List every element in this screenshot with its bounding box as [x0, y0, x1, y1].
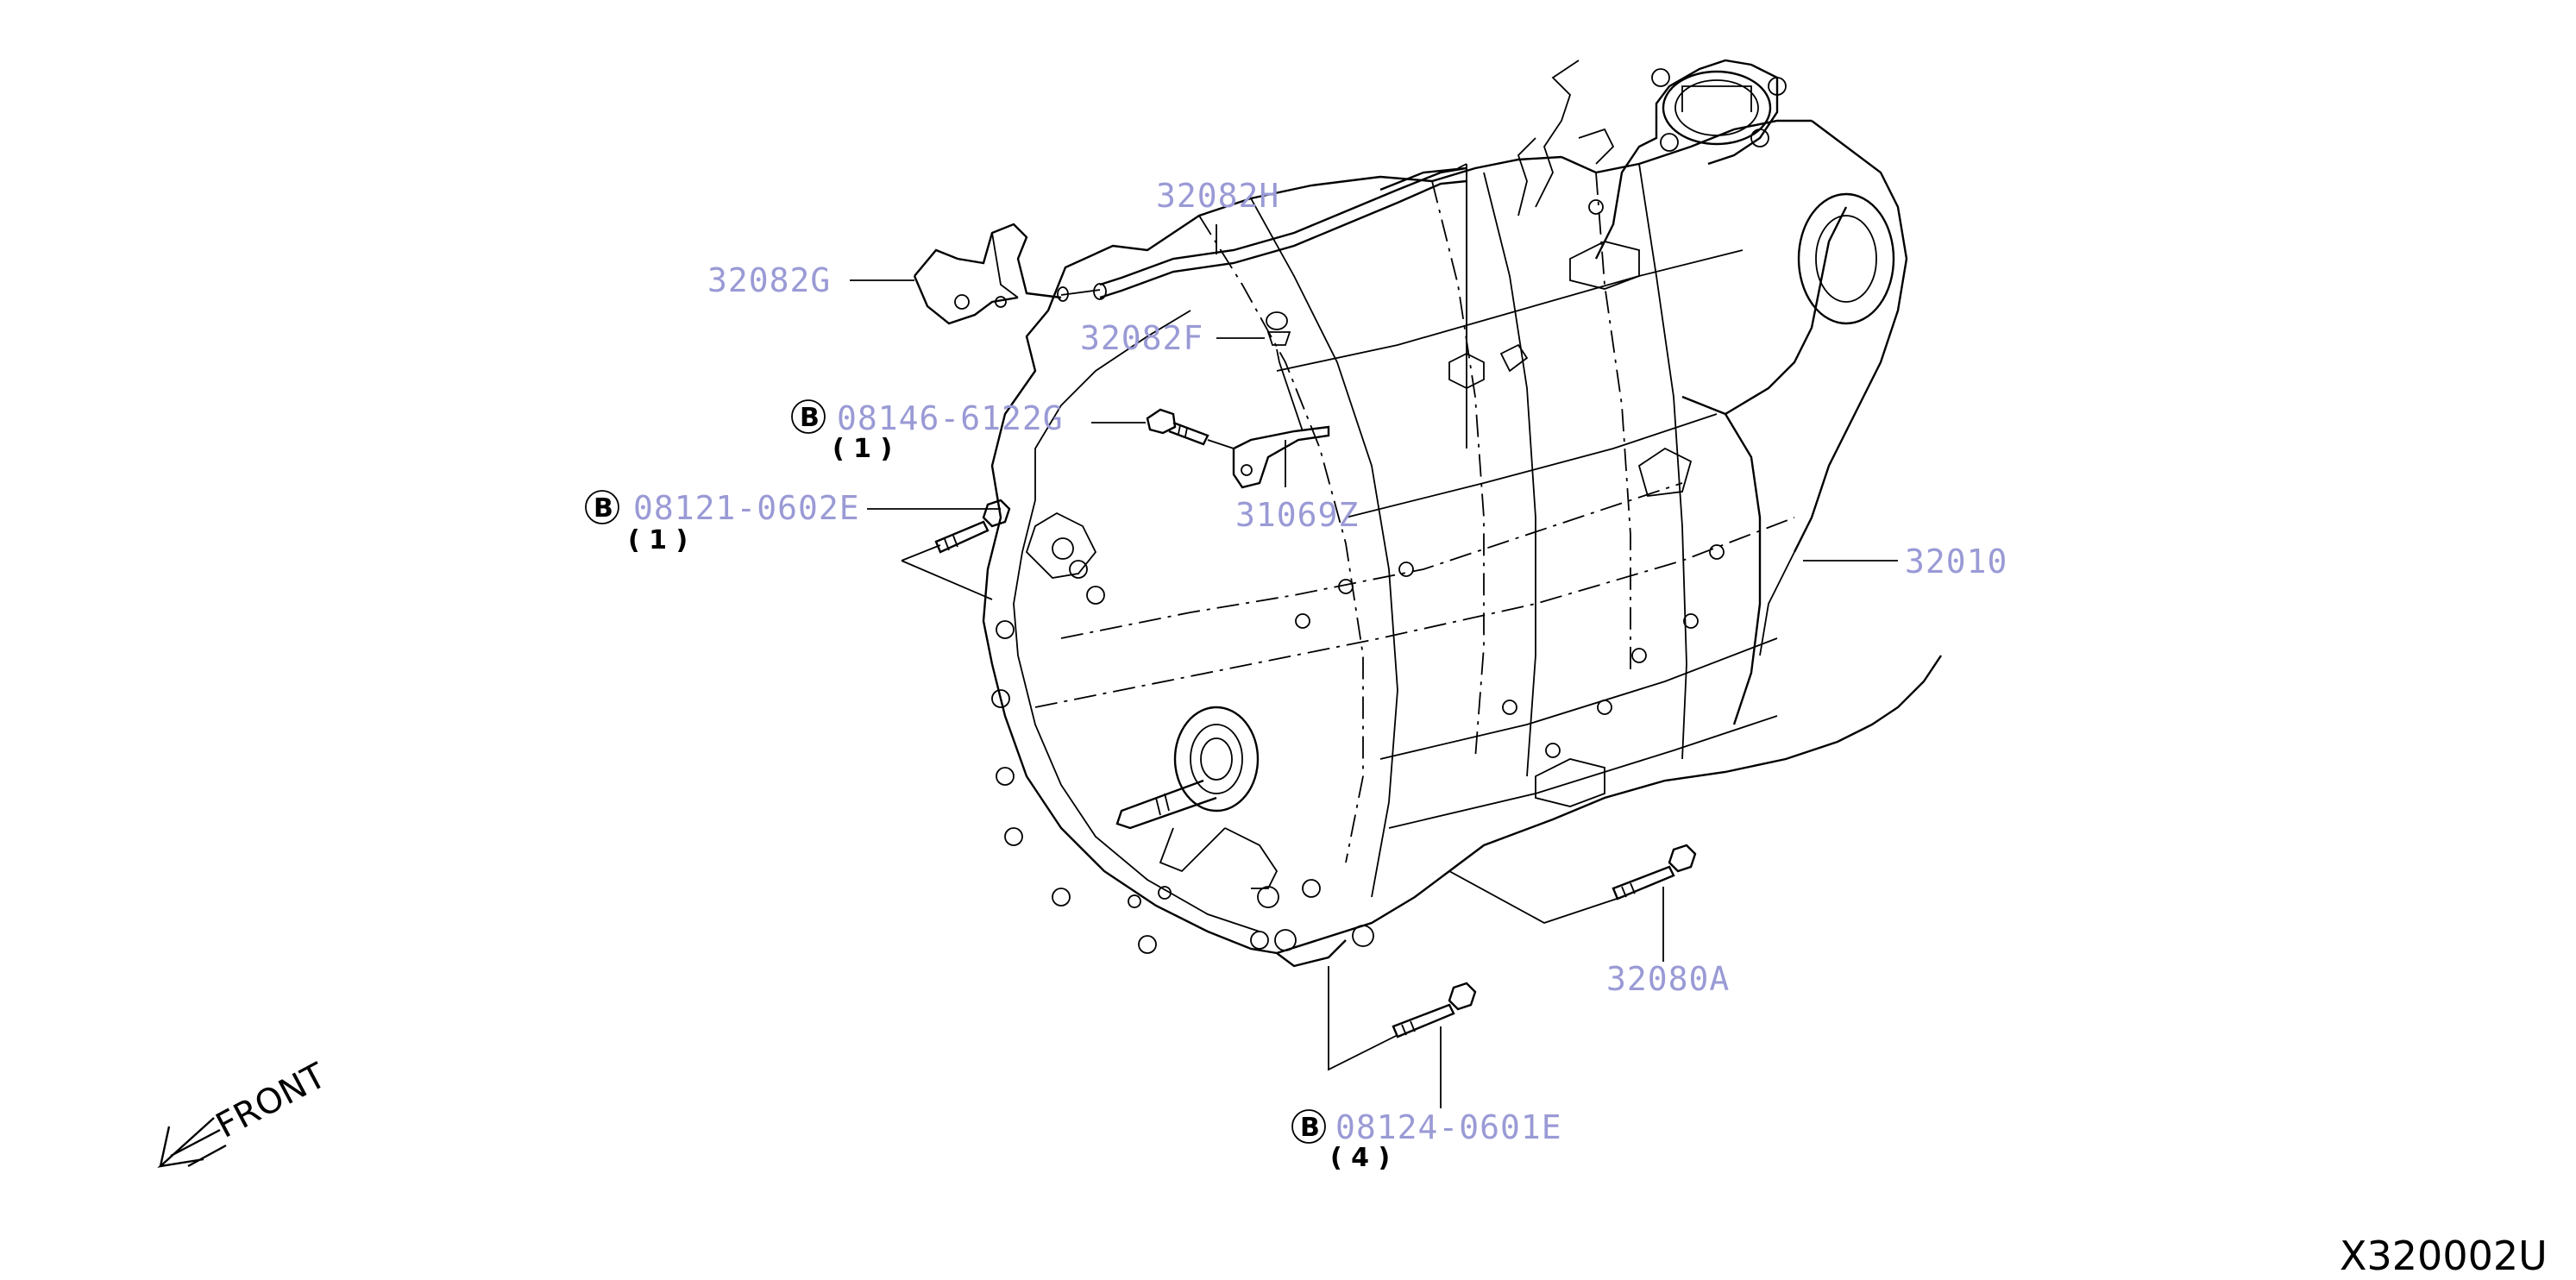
- transmission-assembly-drawing: [982, 59, 1942, 968]
- front-label: FRONT: [210, 1056, 333, 1146]
- bracket-31069Z-drawing: [1207, 425, 1330, 489]
- part-number-31069Z: 31069Z: [1235, 496, 1359, 534]
- part-number-32082F: 32082F: [1080, 319, 1203, 357]
- part-number-32082G: 32082G: [707, 261, 831, 299]
- quantity-08121: ( 1 ): [628, 525, 688, 555]
- quantity-08146: ( 1 ): [832, 434, 892, 464]
- leader-lines: [850, 163, 1898, 1108]
- part-number-32082H: 32082H: [1156, 177, 1279, 215]
- bolt-08146-6122G-drawing: [1146, 408, 1209, 446]
- quantity-08124: ( 4 ): [1330, 1143, 1390, 1173]
- part-number-32010: 32010: [1905, 543, 2007, 580]
- diagram-code: X320002U: [2340, 1233, 2548, 1279]
- bolt-08121-0602E-drawing: [934, 499, 1011, 554]
- badge-circle-08121: [585, 490, 619, 524]
- front-indicator: FRONT: [157, 1056, 333, 1168]
- part-number-32080A: 32080A: [1606, 960, 1730, 998]
- hose-32082H-drawing: [1057, 166, 1467, 302]
- part-number-08146-6122G: 08146-6122G: [837, 399, 1064, 437]
- part-number-08121-0602E: 08121-0602E: [633, 489, 860, 527]
- badge-letter-08121: B: [594, 493, 613, 524]
- part-number-08124-0601E: 08124-0601E: [1335, 1108, 1562, 1146]
- badge-circle-08146: [791, 399, 826, 434]
- part-labels: 32082H 32082G 32082F B 08146-6122G ( 1 )…: [585, 177, 2007, 1173]
- arrow-icon: [157, 1117, 227, 1168]
- bolt-08124-0601E-drawing: [1392, 982, 1477, 1038]
- bracket-32082G-drawing: [913, 223, 1062, 325]
- clip-32082F-drawing: [1266, 311, 1291, 363]
- badge-letter-08124: B: [1300, 1113, 1320, 1143]
- badge-circle-08124: [1291, 1109, 1326, 1144]
- badge-letter-08146: B: [800, 403, 820, 433]
- bolt-32080A-drawing: [1612, 844, 1697, 900]
